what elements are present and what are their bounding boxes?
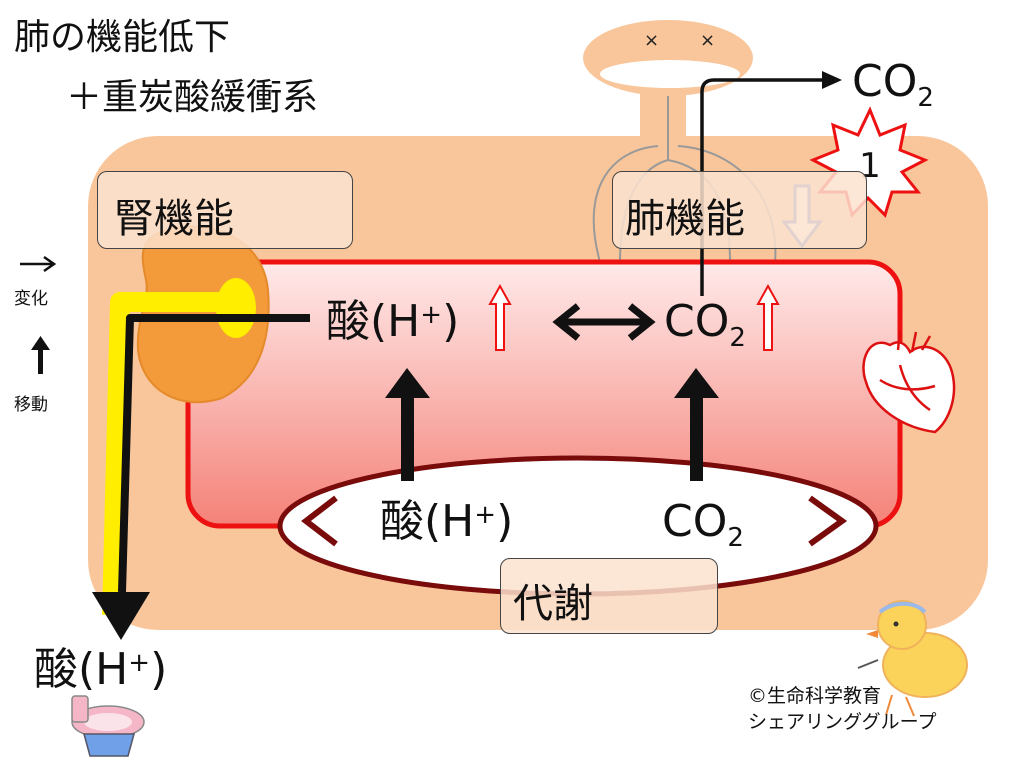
- legend-move-label: 移動: [14, 395, 48, 415]
- metabolism-box: 代謝: [500, 558, 718, 634]
- ureter-tube: [102, 292, 236, 616]
- credit-text: ©生命科学教育 シェアリンググループ: [748, 684, 936, 735]
- kidney-function-label: 腎機能: [114, 196, 234, 242]
- credit-line-1: ©生命科学教育: [748, 685, 882, 707]
- legend-change-arrow: [20, 255, 57, 273]
- exhale-arrowhead: [822, 71, 842, 89]
- lung-function-label: 肺機能: [625, 196, 745, 242]
- svg-text:×: ×: [700, 30, 715, 51]
- kidney-function-box: 腎機能: [97, 171, 353, 249]
- heart-icon: [862, 329, 956, 434]
- exhaled-co2-label: CO2: [852, 56, 934, 113]
- metabolism-chevrons: [301, 495, 848, 547]
- equilibrium-arrow: [552, 303, 656, 341]
- title-line-2: ＋重炭酸緩衝系: [66, 77, 319, 118]
- toilet-icon: [71, 695, 145, 757]
- blood-acid-label: 酸(H+): [326, 296, 460, 347]
- acid-increase-icon: [488, 283, 512, 351]
- metabolic-acid-label: 酸(H+): [380, 496, 514, 547]
- acid-up-arrow: [385, 368, 430, 481]
- blood-co2-label: CO2: [664, 296, 746, 353]
- excretion-path: [118, 314, 310, 593]
- exhale-path: [700, 78, 822, 296]
- metabolic-co2-label: CO2: [662, 496, 744, 553]
- legend-change-label: 変化: [14, 289, 48, 309]
- co2-up-arrow: [674, 368, 719, 481]
- co2-increase-icon: [756, 283, 780, 351]
- svg-text:×: ×: [644, 30, 659, 51]
- excretion-arrowhead: [92, 592, 150, 640]
- title-line-1: 肺の機能低下: [14, 17, 231, 58]
- credit-line-2: シェアリンググループ: [748, 710, 937, 733]
- metabolism-label: 代謝: [513, 581, 593, 627]
- chick-mascot-icon: [857, 600, 968, 717]
- lung-function-box: 肺機能: [612, 171, 867, 249]
- legend-move-arrow: [31, 336, 50, 374]
- excreted-acid-label: 酸(H+): [34, 644, 168, 695]
